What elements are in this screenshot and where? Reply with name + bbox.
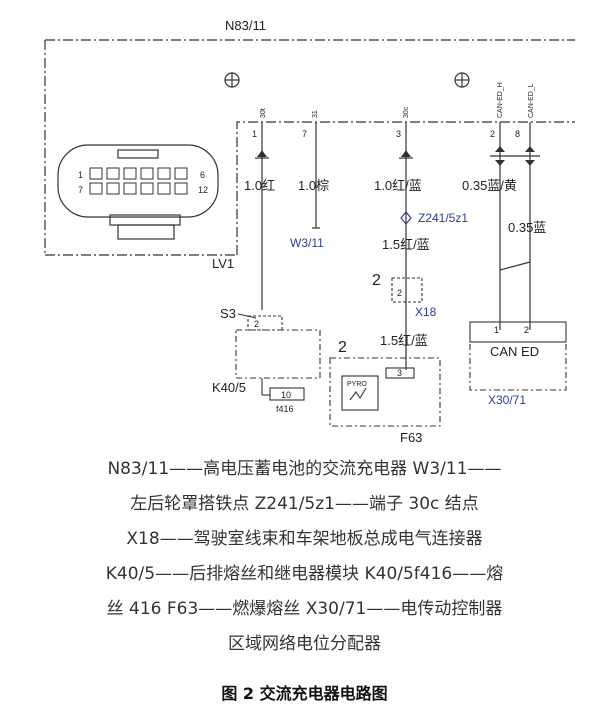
- pyro-box: [341, 375, 379, 411]
- caption-line: X18——驾驶室线束和车架地板总成电气连接器: [126, 529, 483, 549]
- wire-label: 0.35蓝: [508, 220, 546, 235]
- x18-label: X18: [415, 305, 437, 319]
- callout: 2: [338, 339, 347, 356]
- connector-pin-cell: [89, 182, 103, 195]
- x30-outline: [469, 341, 567, 391]
- caption-line: 区域网络电位分配器: [228, 634, 381, 654]
- twist-line: [499, 261, 531, 271]
- arrow-icon: [495, 160, 505, 166]
- charger-outline: [44, 39, 575, 256]
- connector-pin-cell: [140, 167, 154, 180]
- caption-line: 丝 416 F63——燃爆熔丝 X30/71——电传动控制器: [106, 599, 503, 619]
- connector-pin-cell: [140, 182, 154, 195]
- connector-label: LV1: [212, 256, 234, 271]
- pin-number: 3: [396, 129, 401, 139]
- pin-tag: CAN-ED_L: [528, 83, 535, 118]
- f63-label: F63: [400, 430, 422, 445]
- connector-pin-cell: [89, 167, 103, 180]
- can-header-box: [469, 321, 567, 343]
- figure-caption: N83/11——高电压蓄电池的交流充电器 W3/11—— 左后轮罩搭铁点 Z24…: [0, 452, 609, 662]
- arrow-icon: [525, 160, 535, 166]
- connector-pin-cell: [123, 167, 137, 180]
- caption-line: N83/11——高电压蓄电池的交流充电器 W3/11——: [107, 459, 502, 479]
- can-label: CAN ED: [490, 344, 539, 359]
- fuse-number: 10: [281, 390, 291, 400]
- caption-line: K40/5——后排熔丝和继电器模块 K40/5f416——熔: [105, 564, 504, 584]
- x30-pin: 1: [494, 325, 499, 335]
- wire-label: 0.35蓝/黄: [462, 178, 517, 193]
- connector-pin-cell: [174, 167, 188, 180]
- wire-label: 1.5红/蓝: [382, 237, 430, 252]
- f63-outline: [329, 357, 441, 427]
- wire-label: 1.0红/蓝: [374, 178, 422, 193]
- pyro-text: PYRO: [347, 381, 367, 388]
- k40-pin: 2: [254, 319, 259, 329]
- connector-pin-cell: [106, 167, 120, 180]
- connector-pin-cell: [157, 182, 171, 195]
- fuse-label: f416: [276, 404, 294, 414]
- splice-label: Z241/5z1: [418, 211, 468, 225]
- pyro-icon: [349, 387, 367, 401]
- caption-line: 左后轮罩搭铁点 Z241/5z1——端子 30c 结点: [130, 494, 479, 514]
- transistor-icon-left: [224, 72, 240, 88]
- transistor-icon-right: [454, 72, 470, 88]
- connector-pin-last-row2: 12: [198, 185, 208, 195]
- k40-outline: [235, 329, 321, 379]
- pin-number: 1: [252, 129, 257, 139]
- connector-pin-cell: [157, 167, 171, 180]
- x18-pin: 2: [397, 288, 402, 298]
- connector-pin-cell: [174, 182, 188, 195]
- connector-pin-last-row1: 6: [200, 170, 205, 180]
- splice-icon: [400, 211, 412, 225]
- wire-label: 1.5红/蓝: [380, 333, 428, 348]
- connector-pin-cell: [106, 182, 120, 195]
- connector-pin-first-row1: 1: [78, 170, 83, 180]
- connector-pin-row: [89, 167, 188, 180]
- pin-number: 8: [515, 129, 520, 139]
- arrow-icon: [401, 150, 411, 157]
- arrow-icon: [525, 146, 535, 152]
- f63-pin: 3: [397, 368, 402, 378]
- x30-pin: 2: [524, 325, 529, 335]
- figure-title: 图 2 交流充电器电路图: [221, 684, 388, 703]
- fuse-box: [269, 387, 305, 401]
- callout: 2: [372, 272, 381, 289]
- wire-label: 1.0红: [244, 178, 275, 193]
- pin-tag: 30c: [403, 106, 410, 118]
- pin-tag: 31: [312, 110, 319, 118]
- ground-point-label: W3/11: [290, 236, 324, 250]
- pin-tag: 30t: [260, 108, 267, 118]
- arrow-icon: [495, 146, 505, 152]
- connector-pin-row: [89, 182, 188, 195]
- charger-label: N83/11: [225, 18, 266, 33]
- circuit-diagram: N83/11 30t 31 30c CAN-ED_H CAN-ED_L 1 7 …: [44, 18, 575, 445]
- arrow-icon: [257, 150, 267, 157]
- connector-face: [57, 144, 219, 240]
- wire-label: 1.0棕: [298, 178, 329, 193]
- pin-number: 7: [302, 129, 307, 139]
- connector-pin-first-row2: 7: [78, 185, 83, 195]
- s3-label: S3: [220, 306, 236, 321]
- pin-tag: CAN-ED_H: [497, 82, 504, 118]
- x30-label: X30/71: [488, 393, 526, 407]
- k40-label: K40/5: [212, 380, 246, 395]
- connector-pin-cell: [123, 182, 137, 195]
- x18-box: [391, 277, 423, 303]
- pin-number: 2: [490, 129, 495, 139]
